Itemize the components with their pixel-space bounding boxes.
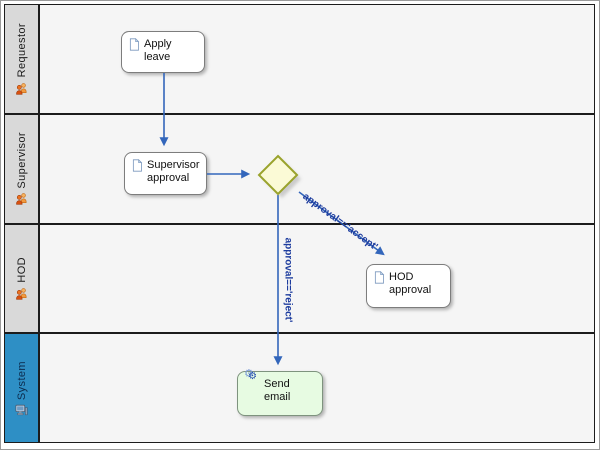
lane-header-requestor[interactable]: Requestor — [5, 5, 40, 113]
lane-body-hod — [40, 224, 594, 333]
task-apply-leave[interactable]: Apply leave — [121, 31, 205, 73]
flow-label-reject[interactable]: approval=='reject' — [282, 237, 294, 323]
task-label: Supervisor approval — [147, 159, 200, 184]
people-icon — [15, 287, 28, 300]
lane-title-requestor: Requestor — [15, 23, 28, 78]
lane-header-hod[interactable]: HOD — [5, 224, 40, 333]
task-send-email[interactable]: ⚙⚙ Send email — [237, 368, 323, 416]
gears-icon: ⚙⚙ — [244, 368, 257, 382]
document-icon — [373, 271, 385, 284]
lane-hod: HOD — [5, 224, 594, 335]
lane-header-supervisor[interactable]: Supervisor — [5, 114, 40, 223]
lane-title-system: System — [15, 360, 28, 400]
task-label: HOD approval — [389, 271, 432, 296]
document-icon — [131, 159, 143, 172]
people-icon — [15, 82, 28, 95]
computer-icon — [15, 404, 28, 416]
task-label: Apply leave — [144, 38, 172, 63]
lane-requestor: Requestor — [5, 5, 594, 115]
task-supervisor-approval[interactable]: Supervisor approval — [124, 152, 207, 195]
task-label: Send email — [264, 378, 291, 403]
lane-supervisor: Supervisor — [5, 114, 594, 225]
document-icon — [128, 38, 140, 51]
people-icon — [15, 192, 28, 206]
lane-header-system[interactable]: System — [5, 334, 40, 442]
task-hod-approval[interactable]: HOD approval — [366, 264, 451, 308]
lane-title-supervisor: Supervisor — [15, 131, 28, 189]
lane-title-hod: HOD — [15, 257, 28, 283]
